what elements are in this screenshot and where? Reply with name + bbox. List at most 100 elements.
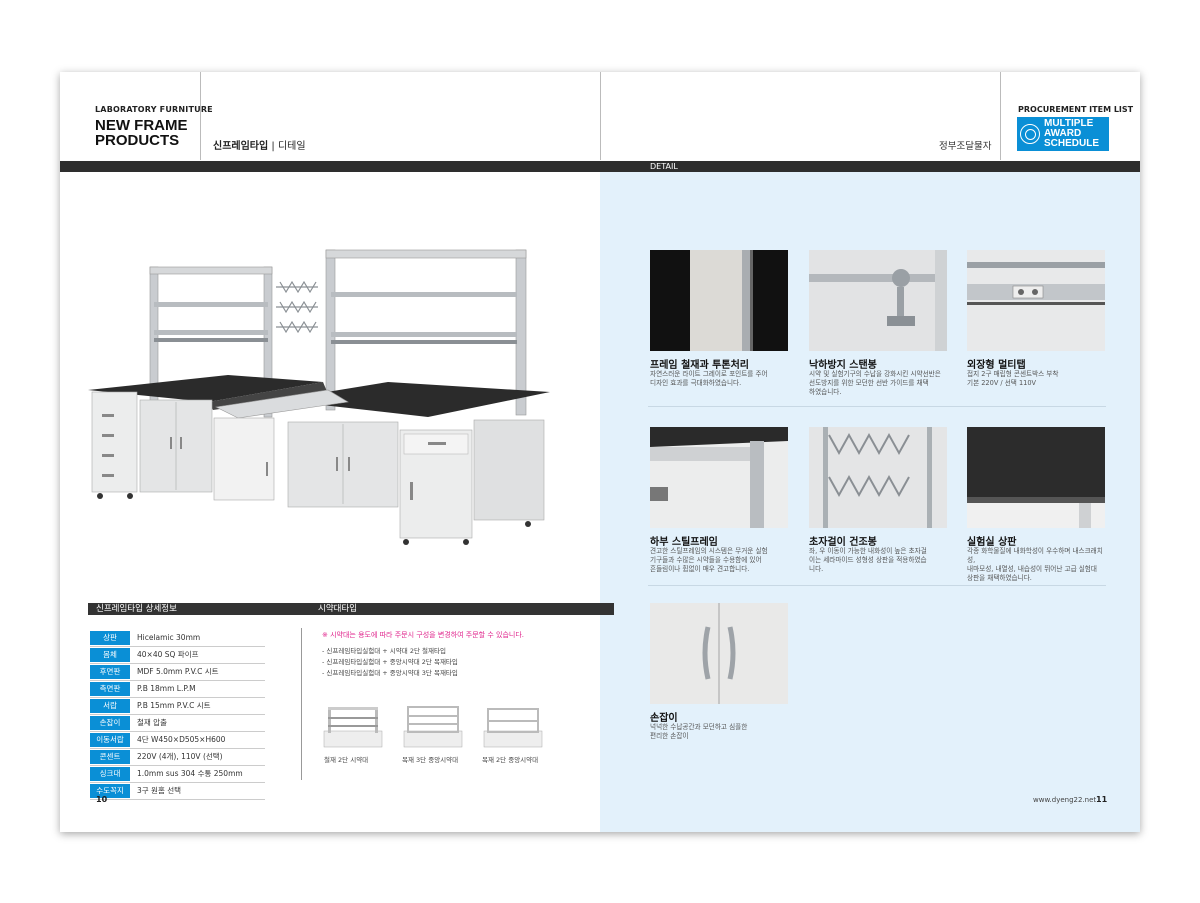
detail-bar-label: DETAIL [650, 162, 678, 171]
spec-row: 후면판 MDF 5.0mm P.V.C 시트 [90, 664, 265, 681]
brand-title-line2: PRODUCTS [95, 132, 180, 149]
spec-row: 콘센트 220V (4개), 110V (선택) [90, 749, 265, 766]
feature-title: 외장형 멀티탭 [967, 360, 1026, 371]
reagent-option: - 신프레임타입실험대 + 시약대 2단 철재타입 [322, 647, 446, 655]
spec-value: 3구 원홈 선택 [137, 786, 182, 795]
feature-title: 손잡이 [650, 713, 678, 724]
reagent-note: ※ 시약대는 용도에 따라 주문시 구성을 변경하여 주문할 수 있습니다. [322, 631, 524, 639]
feature-desc: 각종 화학물질에 내화학성이 우수하며 내스크래치성,내마모성, 내열성, 내습… [967, 547, 1107, 583]
subtitle-rest: 디테일 [277, 141, 306, 152]
reagent-options: - 신프레임타입실험대 + 시약대 2단 철재타입 - 신프레임타입실험대 + … [322, 646, 458, 679]
spec-key: 수도꼭지 [90, 784, 130, 798]
mas-line1: MULTIPLE [1044, 118, 1094, 129]
feature-title: 프레임 철재과 투톤처리 [650, 360, 749, 371]
gov-supply-label: 정부조달물자 [939, 141, 992, 152]
spec-section-bar: 신프레임타입 상세정보 [88, 603, 306, 615]
mas-text: MULTIPLE AWARD SCHEDULE [1044, 119, 1099, 149]
feature-desc-line: 니다. [809, 565, 824, 573]
spec-value: 4단 W450×D505×H600 [137, 735, 226, 744]
feature-title: 초자걸이 건조봉 [809, 537, 877, 548]
spec-row: 손잡이 철재 압출 [90, 715, 265, 732]
reagent-shelf-steel-image [323, 707, 383, 748]
reagent-section-bar: 시약대타입 [304, 603, 614, 615]
spec-row: 상판 Hicelamic 30mm [90, 630, 265, 647]
spec-key: 손잡이 [90, 716, 130, 730]
reagent-shelf-wood3-image [403, 706, 463, 748]
subtitle-bold: 신프레임타입 [213, 141, 269, 152]
spec-key: 콘센트 [90, 750, 130, 764]
spec-key: 후면판 [90, 665, 130, 679]
feature-desc-line: 시약 및 실험기구의 수납을 강화시킨 시약선반은 [809, 370, 941, 378]
row-divider [648, 406, 1106, 407]
reagent-caption: 철재 2단 시약대 [324, 756, 369, 764]
spec-key: 몸체 [90, 648, 130, 662]
subtitle-separator: | [271, 141, 275, 152]
mas-badge: MULTIPLE AWARD SCHEDULE [1017, 117, 1109, 151]
feature-frame-image [650, 250, 788, 351]
website-url: www.dyeng22.net [1033, 796, 1097, 804]
feature-handle-image [650, 603, 788, 704]
page-number-right: 11 [1096, 795, 1108, 804]
spec-value: P.B 18mm L.P.M [137, 684, 196, 693]
feature-desc-line: 넉넉한 수납공간과 모던하고 심플한 [650, 723, 748, 731]
header-divider-center [600, 72, 601, 160]
reagent-caption: 목재 2단 중앙시약대 [482, 756, 539, 764]
feature-desc-line: 하였습니다. [809, 388, 842, 396]
spec-value: Hicelamic 30mm [137, 633, 201, 642]
spec-key: 상판 [90, 631, 130, 645]
feature-top-image [967, 427, 1105, 528]
feature-desc-line: 견고한 스틸프레임의 시스템은 무거운 실험 [650, 547, 768, 555]
page-subtitle: 신프레임타입 | 디테일 [213, 137, 306, 152]
mas-line3: SCHEDULE [1044, 138, 1100, 149]
spec-key: 싱크대 [90, 767, 130, 781]
spec-table: 상판 Hicelamic 30mm 몸체 40×40 SQ 파이프 후면판 MDF 5… [90, 630, 265, 800]
category-label: LABORATORY FURNITURE [95, 105, 213, 114]
feature-desc-line: 내마모성, 내열성, 내습성이 뛰어난 고급 실험대 [967, 565, 1097, 573]
feature-desc-line: 좌, 우 이동이 가능한 내화성이 높은 초자걸 [809, 547, 927, 555]
spec-key: 서랍 [90, 699, 130, 713]
header-divider-left [200, 72, 201, 160]
lab-bench-image [88, 249, 550, 545]
page-number-left: 10 [96, 795, 108, 804]
feature-desc-line: 접지 2구 매립형 콘센트박스 부착 [967, 370, 1059, 378]
header-divider-right [1000, 72, 1001, 160]
feature-desc-line: 기구들과 수많은 시약들을 수용함에 있어 [650, 556, 762, 564]
row-divider [648, 585, 1106, 586]
seal-icon [1020, 124, 1040, 144]
spec-key: 측면판 [90, 682, 130, 696]
spec-value: 1.0mm sus 304 수통 250mm [137, 769, 243, 778]
feature-desc-line: 편리한 손잡이 [650, 732, 689, 740]
spec-value: 철재 압출 [137, 718, 167, 727]
spec-value: 220V (4개), 110V (선택) [137, 752, 223, 761]
brand-title-line1: NEW FRAME [95, 117, 188, 134]
spec-section-title: 신프레임타입 상세정보 [96, 604, 177, 614]
spec-row: 측면판 P.B 18mm L.P.M [90, 681, 265, 698]
feature-desc-line: 각종 화학물질에 내화학성이 우수하며 내스크래치성, [967, 547, 1103, 564]
feature-multitap-image [967, 250, 1105, 351]
reagent-caption: 목재 3단 중앙시약대 [402, 756, 459, 764]
feature-desc-line: 기본 220V / 선택 110V [967, 379, 1037, 387]
spec-value: P.B 15mm P.V.C 시트 [137, 701, 211, 710]
spec-value: MDF 5.0mm P.V.C 시트 [137, 667, 219, 676]
feature-desc-line: 상판을 채택하였습니다. [967, 574, 1032, 582]
procurement-label: PROCUREMENT ITEM LIST [1018, 105, 1134, 114]
reagent-shelf-wood2-image [483, 708, 543, 748]
feature-desc-line: 디자인 효과를 극대화하였습니다. [650, 379, 742, 387]
spec-row: 몸체 40×40 SQ 파이프 [90, 647, 265, 664]
feature-title: 실험실 상판 [967, 537, 1017, 548]
feature-desc-line: 선도방지를 위한 모던한 선반 가이드를 채택 [809, 379, 929, 387]
mas-line2: AWARD [1044, 128, 1082, 139]
spec-value: 40×40 SQ 파이프 [137, 650, 199, 659]
feature-desc-line: 이는 세라마이드 성형성 상판을 적용하였습 [809, 556, 927, 564]
spec-row: 싱크대 1.0mm sus 304 수통 250mm [90, 766, 265, 783]
feature-desc-line: 자연스러운 라이트 그레이로 포인트를 주어 [650, 370, 768, 378]
feature-title: 하부 스틸프레임 [650, 537, 718, 548]
detail-bar: DETAIL [60, 161, 1140, 172]
section-divider [301, 628, 302, 780]
spec-row: 서랍 P.B 15mm P.V.C 시트 [90, 698, 265, 715]
